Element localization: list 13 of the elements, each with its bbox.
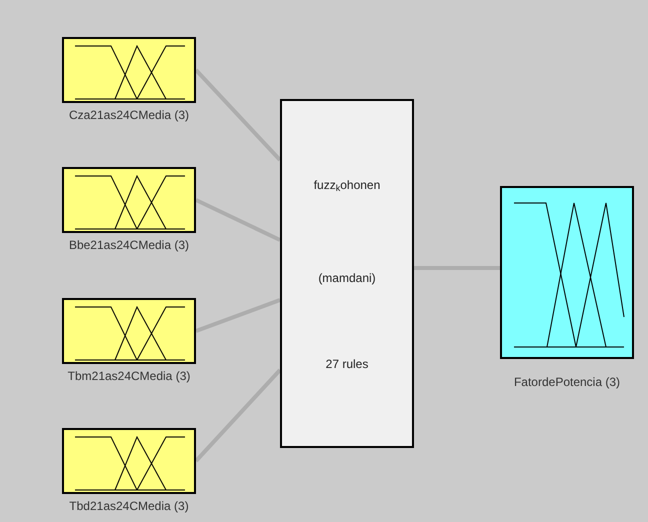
system-text: 27 rules	[324, 356, 370, 373]
system-text: fuzz$_{k}$ohonen	[312, 177, 382, 194]
variable-label: FatordePotencia (3)	[514, 375, 620, 389]
connector-line	[195, 198, 281, 242]
system-text: (mamdani)	[317, 270, 377, 287]
variable-label: Cza21as24CMedia (3)	[68, 108, 190, 122]
connector-line	[194, 368, 282, 462]
variable-label: Tbm21as24CMedia (3)	[68, 369, 190, 383]
variable-label: Tbd21as24CMedia (3)	[69, 499, 189, 513]
connector-line	[194, 68, 282, 162]
connector-line	[195, 298, 281, 333]
system-box	[280, 99, 414, 448]
variable-label: Bbe21as24CMedia (3)	[68, 238, 190, 252]
